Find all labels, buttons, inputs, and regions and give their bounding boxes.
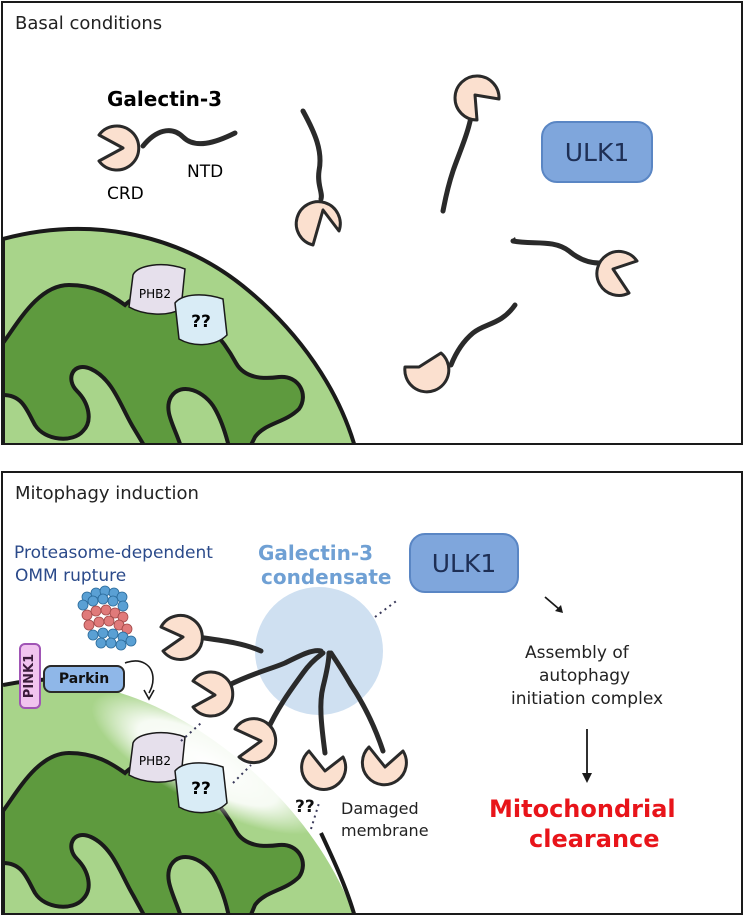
basal-panel-title: Basal conditions bbox=[15, 13, 163, 34]
clearance-label-line1: Mitochondrial bbox=[489, 795, 676, 823]
arrow-to-assembly bbox=[544, 596, 563, 613]
proteasome-icon bbox=[77, 585, 137, 651]
mitophagy-panel-title: Mitophagy induction bbox=[15, 483, 199, 504]
galectin-head-3 bbox=[453, 74, 501, 122]
basal-diagram: PHB2 ?? Galectin-3 CRD NTD bbox=[3, 74, 639, 443]
proteasome-label-line1: Proteasome-dependent bbox=[14, 543, 213, 563]
pink1-badge: PINK1 bbox=[19, 643, 41, 709]
ntd-label: NTD bbox=[187, 162, 223, 182]
galectin-head-b5 bbox=[360, 745, 408, 787]
dotted-links bbox=[180, 598, 400, 830]
condensate-label-line1: Galectin-3 bbox=[258, 541, 374, 565]
condensate-tails bbox=[194, 634, 386, 756]
mitophagy-induction-panel: PHB2 ?? bbox=[1, 471, 743, 915]
galectin-head-4 bbox=[595, 250, 639, 297]
unknown-label-bottom: ?? bbox=[191, 779, 211, 799]
damaged-label-line2: membrane bbox=[341, 821, 429, 840]
unknown-protein-bottom bbox=[174, 762, 228, 814]
assembly-label-line2: autophagy bbox=[539, 666, 631, 686]
arrow-to-clearance bbox=[582, 729, 592, 783]
assembly-label-line3: initiation complex bbox=[511, 689, 664, 709]
galectin-head-5 bbox=[403, 351, 451, 394]
curved-arrow-icon bbox=[124, 660, 155, 701]
parkin-badge: Parkin bbox=[43, 665, 125, 693]
galectin-head-1 bbox=[97, 124, 141, 172]
unknown-protein-label: ?? bbox=[191, 312, 211, 332]
condensate-galectin-heads bbox=[159, 613, 408, 791]
galectin-head-b4 bbox=[300, 749, 348, 791]
ulk1-box: ULK1 bbox=[541, 121, 653, 183]
galectin-head-b3 bbox=[233, 717, 278, 765]
damaged-label-line1: Damaged bbox=[341, 799, 419, 818]
galectin-head-b2 bbox=[191, 670, 235, 718]
galectin-head-2 bbox=[294, 200, 342, 247]
phb2-label-bottom: PHB2 bbox=[139, 754, 171, 768]
condensate-label-line2: condensate bbox=[261, 565, 392, 589]
clearance-label-line2: clearance bbox=[529, 825, 660, 853]
basal-conditions-panel: PHB2 ?? Galectin-3 CRD NTD Basal conditi… bbox=[1, 1, 743, 445]
galectin-head-b1 bbox=[159, 613, 204, 661]
galectin-tails bbox=[140, 104, 602, 368]
assembly-label-line1: Assembly of bbox=[525, 643, 629, 663]
unknown-label-damaged: ?? bbox=[295, 797, 315, 817]
crd-label: CRD bbox=[107, 184, 144, 204]
mitophagy-diagram: PHB2 ?? bbox=[3, 585, 592, 913]
phb2-label: PHB2 bbox=[139, 287, 171, 301]
galectin-3-heads bbox=[97, 74, 639, 394]
unknown-protein bbox=[174, 294, 228, 346]
galectin-3-label: Galectin-3 bbox=[107, 87, 222, 111]
proteasome-label-line2: OMM rupture bbox=[15, 566, 127, 586]
ulk1-box-bottom: ULK1 bbox=[409, 533, 519, 593]
